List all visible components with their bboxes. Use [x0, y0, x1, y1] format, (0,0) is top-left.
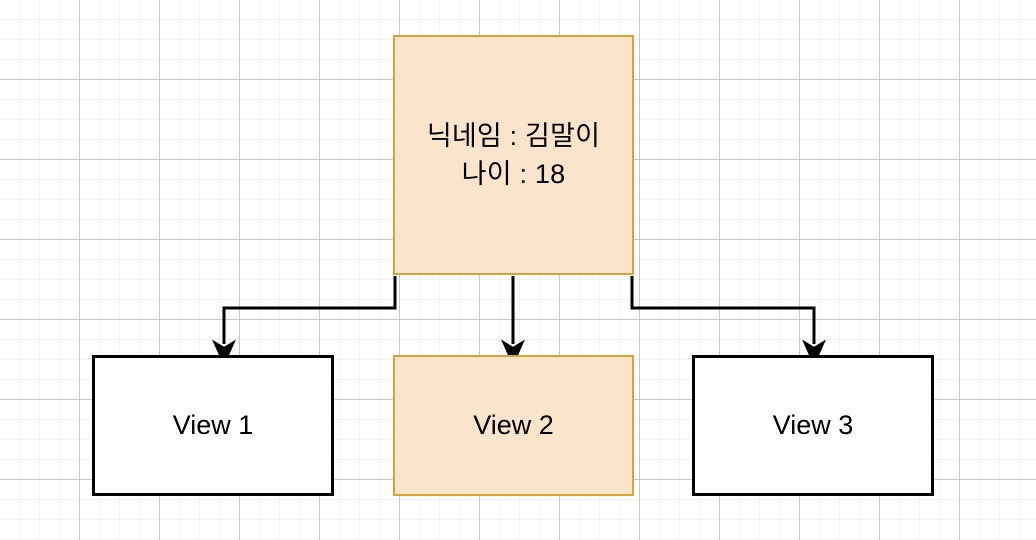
- edge-model-view-3: [630, 276, 826, 367]
- model-node[interactable]: 닉네임 : 김말이 나이 : 18: [393, 35, 634, 275]
- view-1-label: View 1: [172, 410, 254, 441]
- view-2-label: View 2: [473, 410, 554, 441]
- edge-model-view-1: [212, 276, 397, 367]
- view-3-node[interactable]: View 3: [692, 355, 934, 496]
- view-3-label: View 3: [772, 410, 854, 441]
- view-1-node[interactable]: View 1: [92, 355, 334, 496]
- model-node-text: 닉네임 : 김말이 나이 : 18: [426, 120, 601, 189]
- view-2-node[interactable]: View 2: [393, 355, 634, 496]
